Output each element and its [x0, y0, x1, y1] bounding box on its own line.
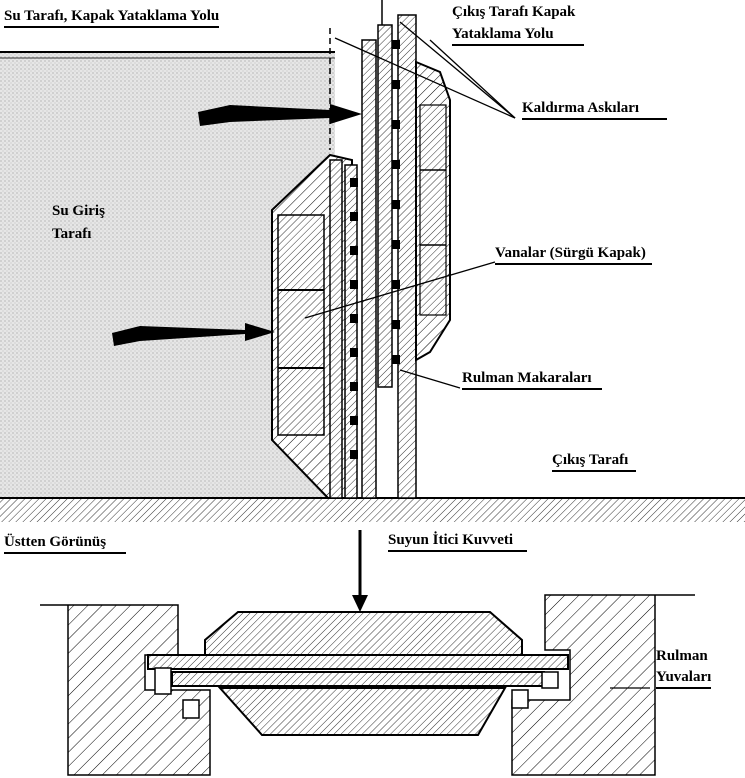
channel-floor	[0, 497, 745, 522]
roller-bearings-left	[350, 178, 358, 459]
label-roller-bearings: Rulman Makaraları	[462, 370, 602, 390]
leader-lines	[304, 21, 516, 389]
label-water-inlet-1: Su Giriş	[52, 203, 105, 219]
top-view	[40, 530, 695, 776]
label-lifting-hangers: Kaldırma Askıları	[522, 100, 668, 120]
thick-arrow-right-icon	[112, 104, 362, 346]
label-water-inlet-2: Tarafı	[52, 226, 92, 242]
label-outlet-side-gate-path-1: Çıkış Tarafı Kapak	[452, 4, 576, 20]
label-top-view: Üstten Görünüş	[4, 534, 127, 554]
gate-panel-right	[397, 14, 451, 499]
lifting-hangers	[329, 0, 383, 150]
label-water-side-gate-path: Su Tarafı, Kapak Yataklama Yolu	[4, 8, 220, 28]
label-outlet-side-gate-path-2: Yataklama Yolu	[452, 26, 584, 46]
label-bearing-housings-2: Yuvaları	[656, 669, 712, 689]
label-bearing-housings-1: Rulman	[656, 648, 708, 664]
label-valves-slide-gate: Vanalar (Sürgü Kapak)	[495, 245, 652, 265]
roller-bearings-right	[392, 40, 400, 364]
label-outlet-side: Çıkış Tarafı	[552, 452, 637, 472]
label-water-thrust-force: Suyun İtici Kuvveti	[388, 532, 528, 552]
central-pier	[361, 24, 393, 499]
arrow-down-icon	[352, 530, 368, 612]
